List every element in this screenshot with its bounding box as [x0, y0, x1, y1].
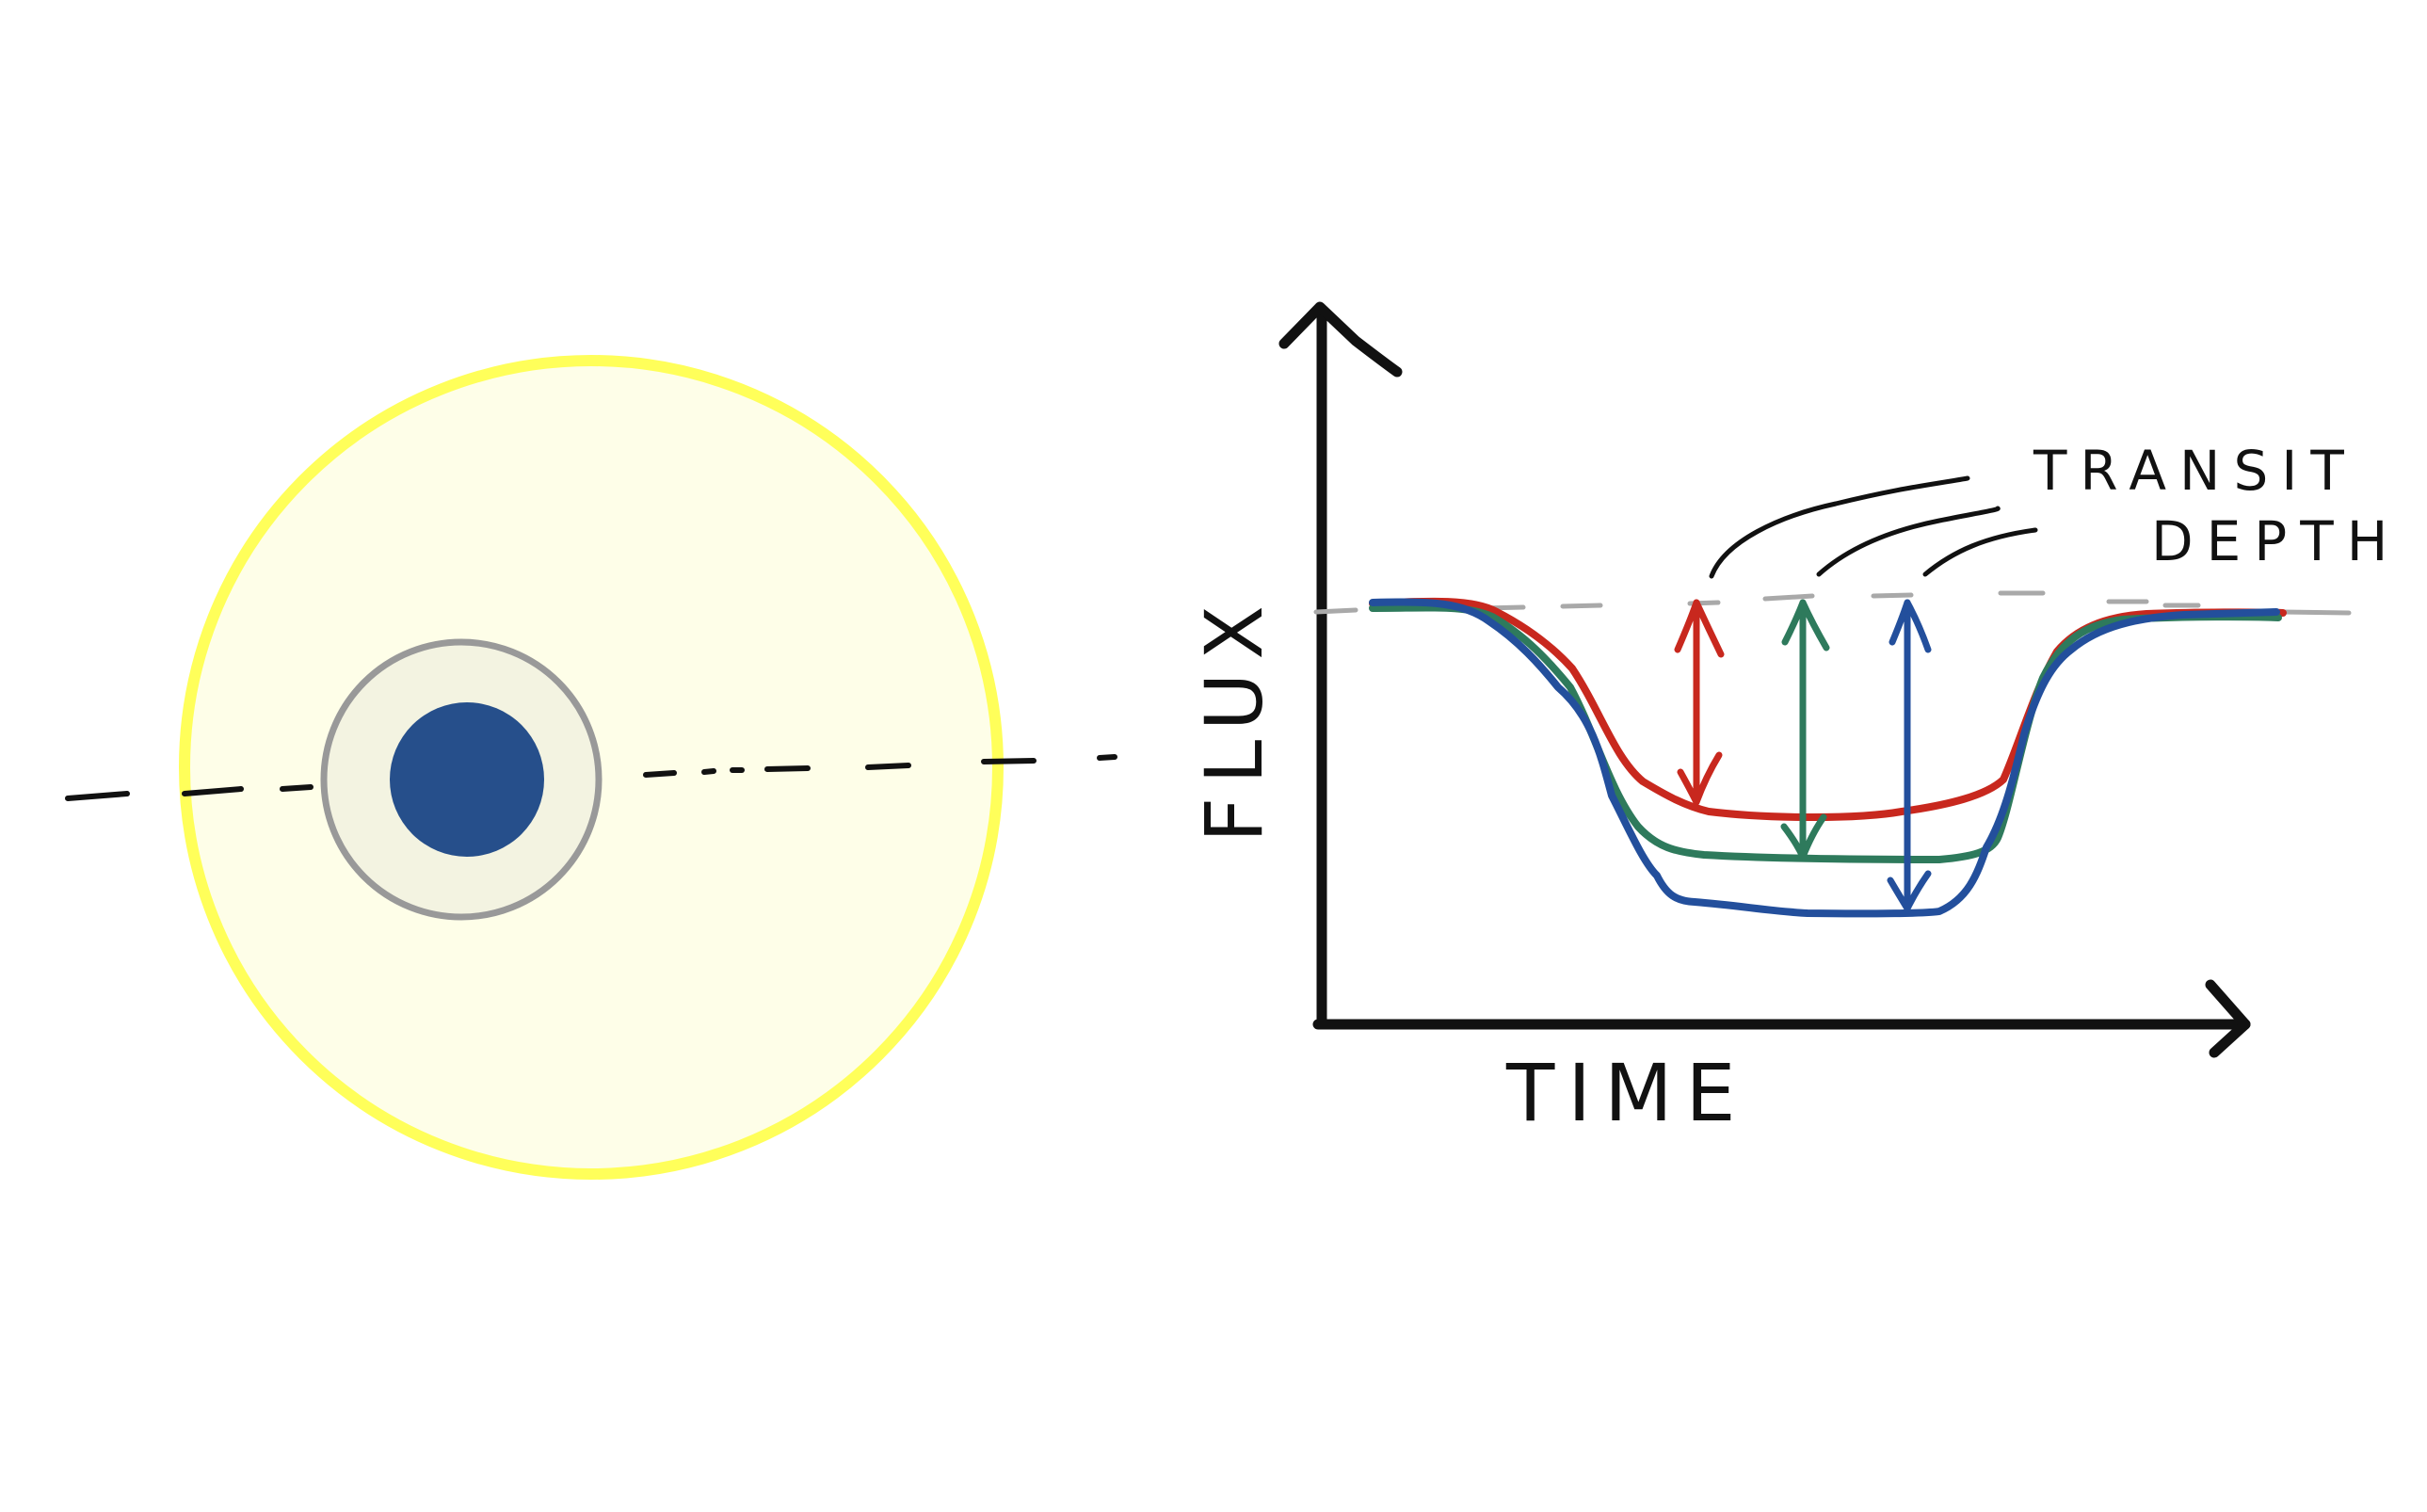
light-curve-graph: TRANSIT DEPTH TIME FLUX — [1188, 301, 2401, 1139]
transit-curves — [1369, 597, 2287, 918]
depth-arrow-blue — [1887, 599, 1932, 912]
y-axis-arrowhead — [1278, 301, 1403, 378]
graph-axes — [1278, 301, 2251, 1058]
depth-arrow-green — [1780, 599, 1830, 861]
transit-chord — [65, 754, 1117, 801]
y-axis-label: FLUX — [1188, 592, 1280, 843]
x-axis-arrowhead — [2205, 979, 2251, 1058]
planet-core — [390, 702, 544, 857]
annotation-transit: TRANSIT — [2033, 439, 2357, 503]
curve-green — [1369, 603, 2282, 863]
depth-arrows — [1674, 599, 1932, 912]
annotation-leaders — [1709, 475, 2038, 579]
x-axis-label: TIME — [1505, 1047, 1749, 1139]
star-system — [65, 355, 1117, 1180]
depth-arrow-red — [1674, 599, 1725, 806]
annotation-depth: DEPTH — [2151, 509, 2401, 573]
curve-blue — [1369, 598, 2280, 918]
baseline-flux — [1313, 590, 2352, 616]
